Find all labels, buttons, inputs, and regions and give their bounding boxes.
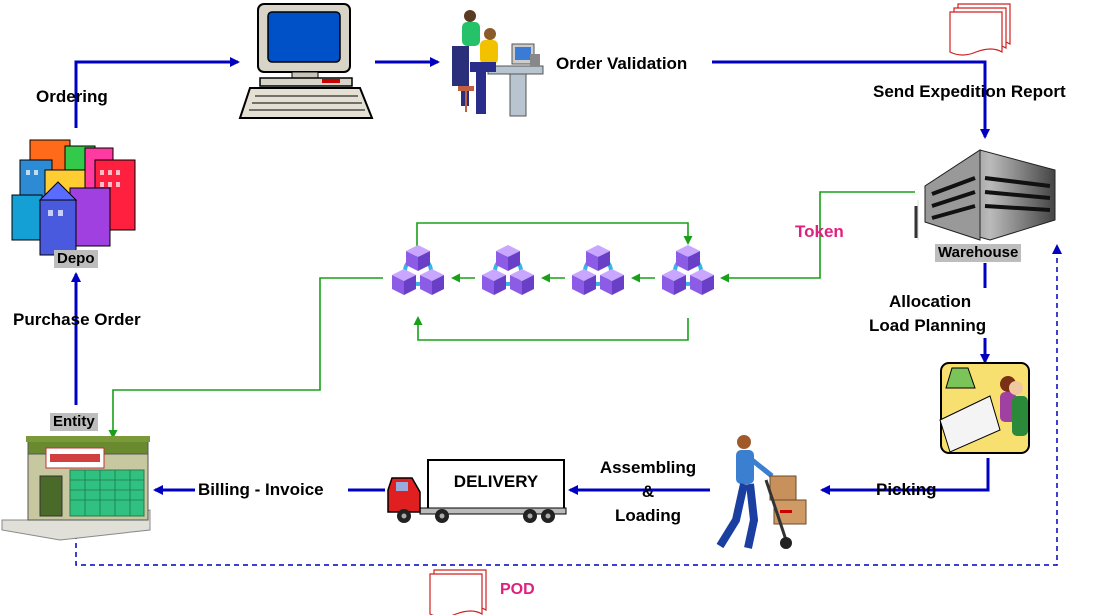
truck-delivery-sign: DELIVERY	[453, 472, 539, 491]
block-4-icon	[662, 245, 714, 295]
depo-tag: Depo	[54, 250, 98, 268]
token-loop-top	[416, 222, 693, 246]
arrow-validation-to-warehouse	[712, 60, 990, 139]
arrow-picking-station-to-loader	[820, 458, 990, 495]
expedition-report-icon	[949, 3, 1011, 56]
flow-arrows	[71, 57, 990, 495]
pod-dashed-line	[75, 244, 1062, 566]
computer-icon	[238, 3, 374, 119]
pod-label: POD	[500, 581, 535, 598]
billing-invoice-label: Billing - Invoice	[198, 480, 324, 499]
depo-buildings-icon	[11, 139, 136, 256]
delivery-truck-icon	[387, 459, 567, 523]
entity-store-icon	[1, 436, 151, 541]
allocation-label: Allocation	[889, 292, 972, 311]
purchase-order-label: Purchase Order	[13, 310, 141, 329]
token-loop-bottom	[413, 316, 689, 341]
block-3-icon	[572, 245, 624, 295]
loader-with-hand-truck-icon	[716, 435, 807, 549]
block-1-icon	[392, 245, 444, 295]
arrow-depo-to-computer	[74, 57, 240, 128]
token-arrow-warehouse-to-chain	[720, 191, 915, 283]
load-planning-label: Load Planning	[869, 316, 987, 335]
send-expedition-report-label: Send Expedition Report	[873, 82, 1066, 101]
warehouse-tag: Warehouse	[935, 244, 1022, 262]
order-validation-label: Order Validation	[556, 54, 688, 73]
token-arrows	[108, 191, 915, 439]
order-validation-workers-icon	[452, 10, 544, 117]
ordering-label: Ordering	[36, 87, 108, 106]
token-label: Token	[795, 222, 844, 241]
token-arrow-chain-to-entity	[108, 277, 383, 439]
picking-label: Picking	[876, 480, 937, 499]
ampersand-label: &	[641, 482, 655, 501]
block-2-icon	[482, 245, 534, 295]
blockchain	[392, 245, 714, 295]
picking-station-icon	[939, 362, 1030, 454]
loading-label: Loading	[614, 506, 682, 525]
pod-document-icon	[429, 569, 487, 615]
assembling-label: Assembling	[599, 458, 697, 477]
warehouse-icon	[914, 149, 1056, 241]
entity-tag: Entity	[50, 413, 98, 431]
